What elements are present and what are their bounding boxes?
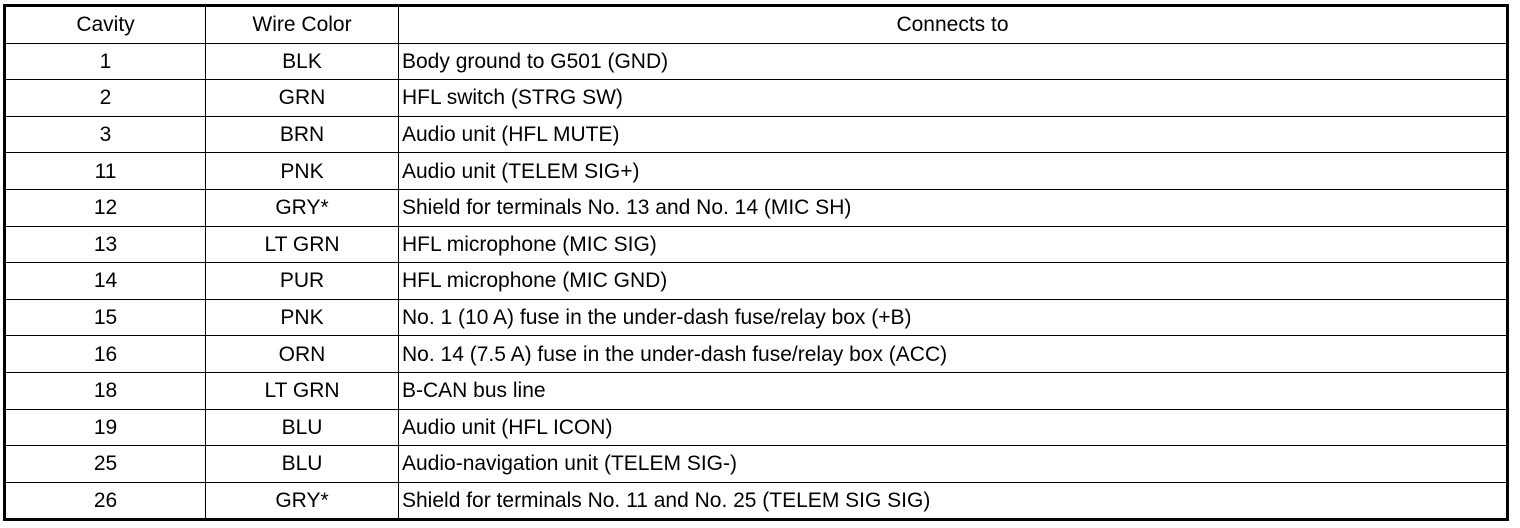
wire-color-cell: PNK bbox=[205, 152, 399, 190]
table-row: 12 GRY* Shield for terminals No. 13 and … bbox=[4, 188, 1508, 227]
connects-to-cell: Audio-navigation unit (TELEM SIG-) bbox=[398, 445, 1508, 483]
cavity-cell: 15 bbox=[4, 298, 206, 337]
table-row: 19 BLU Audio unit (HFL ICON) bbox=[4, 408, 1508, 447]
wire-color-cell: PNK bbox=[205, 298, 399, 337]
wire-color-cell: LT GRN bbox=[205, 371, 399, 410]
wire-color-cell: PUR bbox=[205, 262, 399, 300]
connects-to-cell: B-CAN bus line bbox=[398, 371, 1508, 410]
table-row: 2 GRN HFL switch (STRG SW) bbox=[4, 79, 1508, 117]
table-row: 3 BRN Audio unit (HFL MUTE) bbox=[4, 115, 1508, 154]
connects-to-cell: Body ground to G501 (GND) bbox=[398, 42, 1508, 81]
cavity-cell: 26 bbox=[4, 481, 206, 521]
header-connects-to: Connects to bbox=[398, 5, 1508, 44]
cavity-cell: 12 bbox=[4, 188, 206, 227]
cavity-cell: 13 bbox=[4, 225, 206, 264]
table-row: 16 ORN No. 14 (7.5 A) fuse in the under-… bbox=[4, 335, 1508, 373]
wire-color-cell: LT GRN bbox=[205, 225, 399, 264]
table-row: 13 LT GRN HFL microphone (MIC SIG) bbox=[4, 225, 1508, 264]
wire-color-cell: BRN bbox=[205, 115, 399, 154]
header-cavity: Cavity bbox=[4, 5, 206, 44]
wire-color-cell: GRN bbox=[205, 79, 399, 117]
cavity-cell: 1 bbox=[4, 42, 206, 81]
connects-to-cell: HFL microphone (MIC SIG) bbox=[398, 225, 1508, 264]
wire-color-cell: GRY* bbox=[205, 481, 399, 521]
connects-to-cell: No. 1 (10 A) fuse in the under-dash fuse… bbox=[398, 298, 1508, 337]
wire-color-cell: BLK bbox=[205, 42, 399, 81]
table-row: 14 PUR HFL microphone (MIC GND) bbox=[4, 262, 1508, 300]
connects-to-cell: Audio unit (HFL MUTE) bbox=[398, 115, 1508, 154]
cavity-cell: 11 bbox=[4, 152, 206, 190]
wire-color-cell: ORN bbox=[205, 335, 399, 373]
cavity-cell: 25 bbox=[4, 445, 206, 483]
table-row: 15 PNK No. 1 (10 A) fuse in the under-da… bbox=[4, 298, 1508, 337]
connects-to-cell: Audio unit (TELEM SIG+) bbox=[398, 152, 1508, 190]
cavity-cell: 18 bbox=[4, 371, 206, 410]
connector-table-container: Cavity Wire Color Connects to 1 BLK Body… bbox=[3, 4, 1509, 522]
connects-to-cell: Shield for terminals No. 13 and No. 14 (… bbox=[398, 188, 1508, 227]
header-wire-color: Wire Color bbox=[205, 5, 399, 44]
connects-to-cell: Audio unit (HFL ICON) bbox=[398, 408, 1508, 447]
connects-to-cell: HFL microphone (MIC GND) bbox=[398, 262, 1508, 300]
table-row: 11 PNK Audio unit (TELEM SIG+) bbox=[4, 152, 1508, 190]
wire-color-cell: BLU bbox=[205, 445, 399, 483]
cavity-cell: 19 bbox=[4, 408, 206, 447]
table-row: 1 BLK Body ground to G501 (GND) bbox=[4, 42, 1508, 81]
wire-color-cell: BLU bbox=[205, 408, 399, 447]
cavity-cell: 3 bbox=[4, 115, 206, 154]
table-row: 26 GRY* Shield for terminals No. 11 and … bbox=[4, 481, 1508, 521]
connects-to-cell: HFL switch (STRG SW) bbox=[398, 79, 1508, 117]
cavity-cell: 14 bbox=[4, 262, 206, 300]
connector-pinout-table: Cavity Wire Color Connects to 1 BLK Body… bbox=[3, 4, 1509, 522]
table-row: 18 LT GRN B-CAN bus line bbox=[4, 371, 1508, 410]
cavity-cell: 16 bbox=[4, 335, 206, 373]
table-header-row: Cavity Wire Color Connects to bbox=[4, 5, 1508, 44]
connects-to-cell: No. 14 (7.5 A) fuse in the under-dash fu… bbox=[398, 335, 1508, 373]
wire-color-cell: GRY* bbox=[205, 188, 399, 227]
connects-to-cell: Shield for terminals No. 11 and No. 25 (… bbox=[398, 481, 1508, 521]
table-row: 25 BLU Audio-navigation unit (TELEM SIG-… bbox=[4, 445, 1508, 483]
cavity-cell: 2 bbox=[4, 79, 206, 117]
